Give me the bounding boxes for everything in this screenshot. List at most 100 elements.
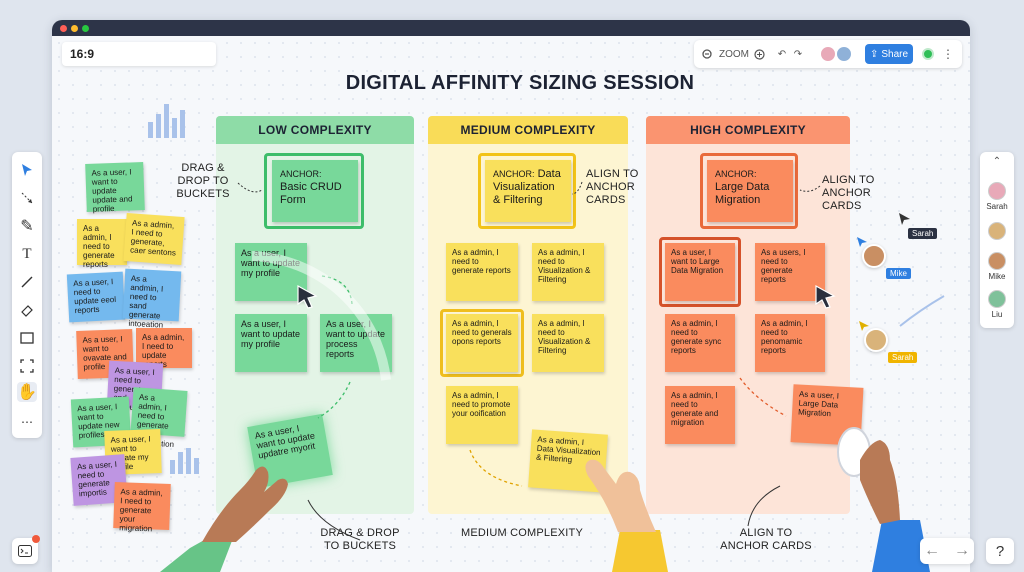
pen-icon[interactable]: ✎ <box>20 218 34 235</box>
forward-arrow-icon[interactable]: → <box>954 542 970 559</box>
maximize-window-button[interactable] <box>82 25 89 32</box>
sticky-note[interactable]: As a admin, I need to generate reports <box>446 243 518 301</box>
high-anchor-frame <box>700 153 798 229</box>
window-titlebar <box>52 20 970 36</box>
minimize-window-button[interactable] <box>71 25 78 32</box>
anchor-text: Large Data Migration <box>715 181 770 206</box>
avatar <box>864 328 888 352</box>
instruction-drag-drop: DRAG & DROP TO BUCKETS <box>320 527 400 552</box>
drawing-toolbar: ✎ T ✋ ⋯ <box>12 152 42 438</box>
history-controls: ← → <box>920 538 974 564</box>
cursor-name-tag: Sarah <box>888 352 918 363</box>
hand-illustration-icon <box>837 427 930 572</box>
sticky-note[interactable]: As a admin, I need to promote your ooifi… <box>446 386 518 444</box>
backlog-note[interactable]: As a admin, I need to generate reports <box>77 219 127 269</box>
instruction-medium-complexity: MEDIUM COMPLEXITY <box>461 527 583 539</box>
cursor-name-tag: Sarah <box>908 228 938 239</box>
sticky-note[interactable]: As a admin, I need to generate and migra… <box>665 386 735 444</box>
remote-cursor-icon <box>859 321 869 331</box>
close-window-button[interactable] <box>60 25 67 32</box>
sticky-note[interactable]: As a user, I want to Large Data Migratio… <box>665 243 735 301</box>
more-icon[interactable]: ⋮ <box>942 47 954 61</box>
connector-icon[interactable] <box>17 188 37 208</box>
board-title: DIGITAL AFFINITY SIZING SESSION <box>345 72 695 94</box>
backlog-note[interactable]: As a admin, I need to generate, caer sen… <box>123 213 185 265</box>
cursor-name-tag: Mike <box>886 268 911 279</box>
share-button[interactable]: ⇪ Share <box>865 44 913 64</box>
anchor-text: ANCHOR: Data Visualization & Filtering <box>493 168 561 206</box>
participant[interactable]: Mike <box>980 252 1014 281</box>
avatar <box>988 182 1006 200</box>
cursor-pointer-icon <box>815 284 836 309</box>
sticky-note[interactable]: As a admin, I need to Visualization & Fi… <box>532 243 604 301</box>
avatar <box>988 252 1006 270</box>
share-label: Share <box>881 48 909 60</box>
low-anchor-card[interactable]: ANCHOR: Basic CRUD Form <box>272 160 358 222</box>
presence-status-icon <box>922 48 934 60</box>
anchor-label: ANCHOR: <box>715 169 757 179</box>
participant-name: Mike <box>988 272 1006 281</box>
rectangle-icon[interactable] <box>17 328 37 348</box>
instruction-align-anchor: ALIGN TO ANCHOR CARDS <box>822 174 875 212</box>
high-highlight-frame <box>659 237 741 307</box>
sticky-note[interactable]: As a admin, I need to Visualization & Fi… <box>532 314 604 372</box>
upload-icon: ⇪ <box>869 48 879 60</box>
hand-illustration-icon <box>585 459 668 572</box>
anchor-text: Basic CRUD Form <box>280 181 342 206</box>
participant[interactable]: Liu <box>980 290 1014 319</box>
backlog-note[interactable]: As a admin, I need to update reports <box>136 328 192 369</box>
sticky-note[interactable]: As a users, I need to generate reports <box>755 243 825 301</box>
sticky-note[interactable]: As a user, I want to update my profile <box>235 314 307 372</box>
avatar[interactable] <box>820 46 836 62</box>
backlog-note[interactable]: As a andmin, I need to sand generate int… <box>122 268 182 330</box>
frame-icon[interactable] <box>17 356 37 376</box>
high-column-header: HIGH COMPLEXITY <box>646 116 850 144</box>
help-button[interactable]: ? <box>986 538 1014 564</box>
avatar <box>862 244 886 268</box>
high-anchor-card[interactable]: ANCHOR: Large Data Migration <box>707 160 793 222</box>
eraser-icon[interactable] <box>17 300 37 320</box>
backlog-note[interactable]: As a user, I need to update eeol reports <box>66 271 126 323</box>
instruction-align-anchor: ALIGN TO ANCHOR CARDS <box>720 527 812 552</box>
remote-cursor-icon <box>899 213 910 225</box>
avatar[interactable] <box>836 46 852 62</box>
undo-icon[interactable]: ↶ <box>777 48 787 60</box>
back-arrow-icon[interactable]: ← <box>924 542 940 559</box>
participant[interactable] <box>980 222 1014 242</box>
medium-column-header: MEDIUM COMPLEXITY <box>428 116 628 144</box>
select-icon[interactable] <box>17 160 37 180</box>
zoom-label: ZOOM <box>719 48 749 60</box>
avatar <box>988 222 1006 240</box>
anchor-label: ANCHOR: <box>280 169 322 179</box>
sticky-note[interactable]: As a admin, I need to generals opons rep… <box>446 314 518 372</box>
chevron-up-icon[interactable]: ⌃ <box>992 156 1002 167</box>
avatar <box>988 290 1006 308</box>
backlog-note[interactable]: As a user, I want to update update and p… <box>85 162 145 214</box>
hand-icon[interactable]: ✋ <box>17 382 37 402</box>
sticky-note[interactable]: As a admin, I need to generate sync repo… <box>665 314 735 372</box>
terminal-button[interactable] <box>12 535 40 564</box>
remote-cursor-icon <box>857 237 867 247</box>
low-anchor-frame <box>264 153 364 229</box>
bar-chart-doodle-icon <box>170 448 199 474</box>
medium-highlight-frame <box>440 309 524 377</box>
line-icon[interactable] <box>17 272 37 292</box>
bar-chart-doodle-icon <box>148 104 185 138</box>
instruction-drag-drop: DRAG & DROP TO BUCKETS <box>176 162 230 200</box>
participant-name: Sarah <box>986 202 1008 211</box>
notification-dot <box>32 535 40 543</box>
instruction-align-anchor: ALIGN TO ANCHOR CARDS <box>586 168 639 206</box>
aspect-ratio-selector[interactable]: 16:9 <box>62 42 216 66</box>
zoom-out-icon[interactable] <box>698 40 716 68</box>
text-icon[interactable]: T <box>22 245 32 262</box>
sticky-note[interactable]: As a user, I want to update process repo… <box>320 314 392 372</box>
participant[interactable]: Sarah <box>980 182 1014 211</box>
zoom-in-icon[interactable] <box>750 40 768 68</box>
medium-anchor-card[interactable]: ANCHOR: Data Visualization & Filtering <box>485 160 571 222</box>
participants-panel: ⌃ Sarah Mike Liu <box>980 152 1014 328</box>
more-icon[interactable]: ⋯ <box>21 415 33 429</box>
redo-icon[interactable]: ↷ <box>793 48 803 60</box>
hand-illustration-icon <box>160 466 288 572</box>
top-toolbar: ZOOM ↶ ↷ ⇪ Share ⋮ <box>694 40 962 68</box>
sticky-note[interactable]: As a admin, I need to penomamic reports <box>755 314 825 372</box>
